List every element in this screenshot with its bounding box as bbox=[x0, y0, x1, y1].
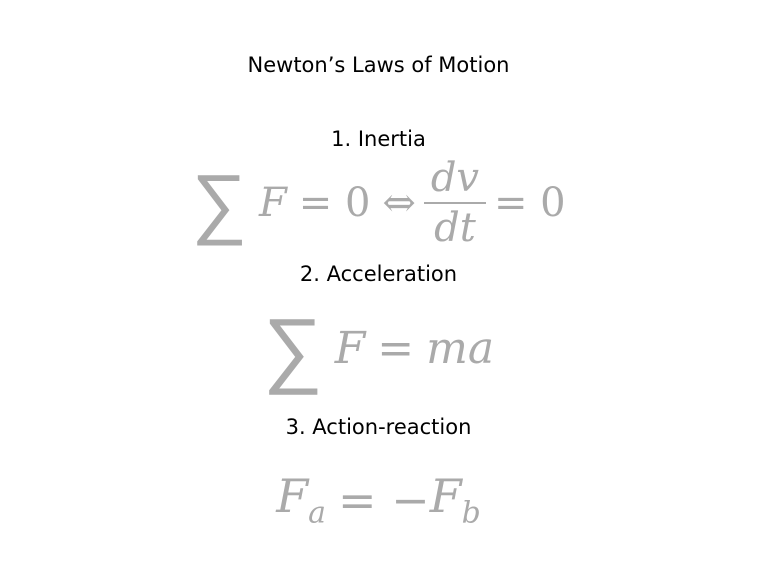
law-1-formula: ∑ F = 0 ⇔ dv dt = 0 bbox=[0, 158, 757, 248]
law-2-heading: 2. Acceleration bbox=[299, 262, 458, 286]
force-a-symbol: F bbox=[276, 469, 309, 524]
force-b-symbol: F bbox=[429, 469, 462, 524]
law-2-formula: ∑ F = ma bbox=[0, 299, 757, 397]
sum-symbol: ∑ bbox=[191, 158, 247, 248]
equals-zero: = 0 bbox=[298, 180, 371, 226]
force-a: Fa bbox=[276, 469, 326, 530]
force-symbol: F bbox=[334, 322, 366, 374]
sum-symbol: ∑ bbox=[262, 299, 323, 397]
denominator: dt bbox=[434, 205, 476, 251]
force-b: Fb bbox=[430, 469, 481, 530]
equals-minus: = − bbox=[337, 473, 430, 527]
law-3-formula: Fa = − Fb bbox=[0, 469, 757, 530]
fraction-bar bbox=[423, 202, 486, 204]
slide-title: Newton’s Laws of Motion bbox=[247, 53, 510, 77]
derivative-fraction: dv dt bbox=[423, 155, 486, 251]
law-3-heading: 3. Action-reaction bbox=[285, 415, 472, 439]
force-symbol: F bbox=[258, 180, 287, 226]
numerator: dv bbox=[430, 155, 480, 201]
mass-acceleration: ma bbox=[426, 322, 495, 374]
subscript-a: a bbox=[308, 495, 326, 531]
law-1-heading: 1. Inertia bbox=[331, 127, 426, 151]
equals-zero-2: = 0 bbox=[493, 180, 566, 226]
subscript-b: b bbox=[461, 495, 481, 531]
iff-symbol: ⇔ bbox=[382, 180, 416, 226]
equals-symbol: = bbox=[377, 322, 415, 374]
